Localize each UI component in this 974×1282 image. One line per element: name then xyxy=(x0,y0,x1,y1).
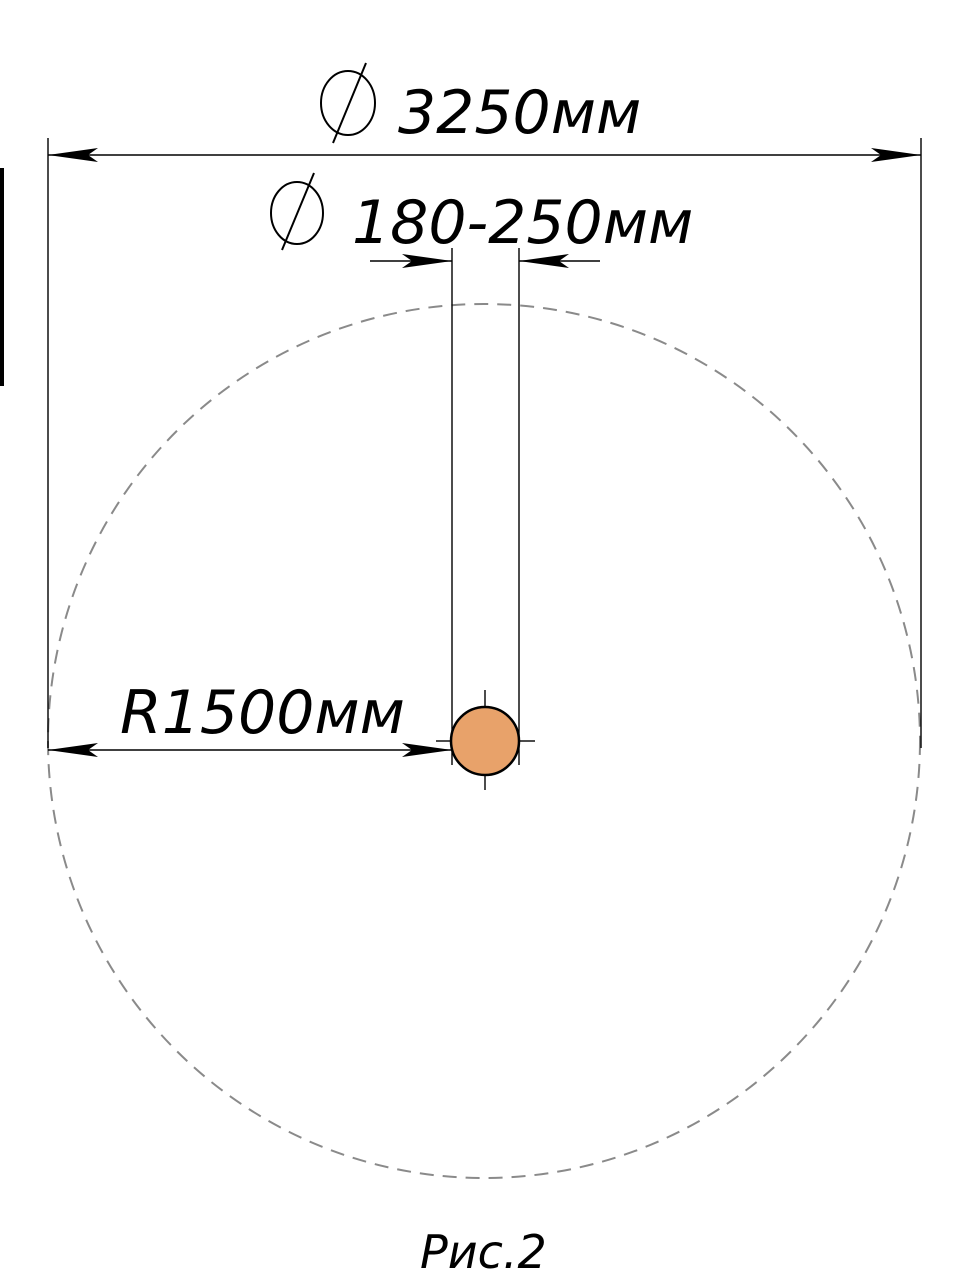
outer-diameter-label: 3250мм xyxy=(398,78,641,148)
pole-arrow-left-icon xyxy=(402,254,452,268)
pole-icon xyxy=(436,690,535,790)
arrow-right-icon xyxy=(871,148,921,162)
radius-label: R1500мм xyxy=(120,678,405,748)
left-border-bar xyxy=(0,168,4,386)
diameter-symbol-icon xyxy=(270,172,324,251)
radius-arrow-left-icon xyxy=(48,743,98,757)
radius-arrow-right-icon xyxy=(402,743,452,757)
figure-caption: Рис.2 xyxy=(420,1225,547,1279)
pole-diameter-label: 180-250мм xyxy=(352,188,693,258)
pole-arrow-right-icon xyxy=(519,254,569,268)
arrow-left-icon xyxy=(48,148,98,162)
diameter-symbol-icon xyxy=(320,62,376,144)
